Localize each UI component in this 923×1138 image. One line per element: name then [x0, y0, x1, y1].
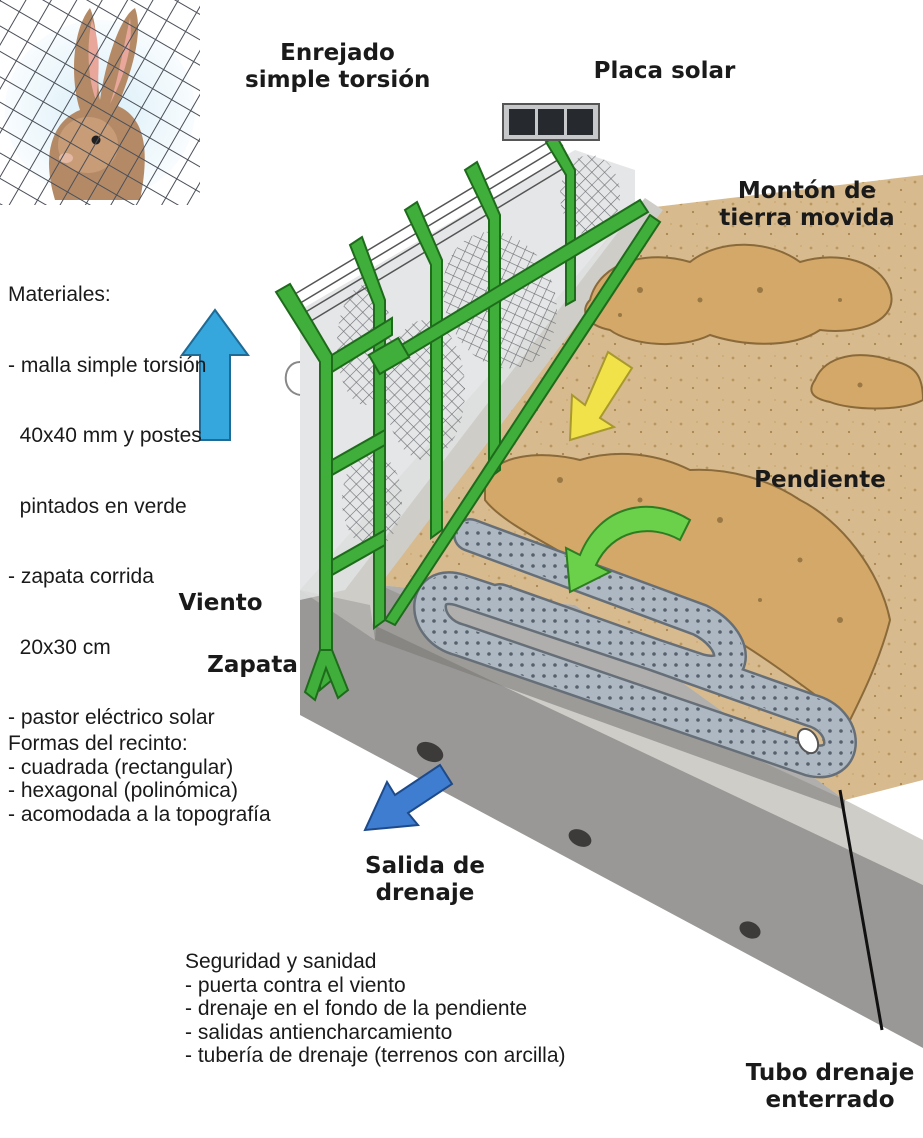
solar-panel-icon — [502, 103, 600, 141]
soil-mounds — [484, 243, 923, 722]
label-zapata: Zapata — [207, 652, 298, 678]
label-pendiente: Pendiente — [754, 467, 886, 493]
curve-arrow-icon — [564, 505, 692, 594]
wind-arrow-icon — [180, 308, 250, 441]
label-salida-drenaje: Salida de drenaje — [365, 853, 485, 906]
label-placa-solar: Placa solar — [593, 58, 736, 84]
fence-posts — [274, 133, 662, 702]
tube-leader-line — [838, 789, 884, 1031]
label-enrejado: Enrejado simple torsión — [245, 40, 431, 93]
notes-seguridad: Seguridad y sanidad - puerta contra el v… — [185, 950, 566, 1067]
label-tubo-drenaje: Tubo drenaje enterrado — [745, 1060, 915, 1113]
concrete-footing-side — [300, 590, 923, 1048]
label-monton: Montón de tierra movida — [719, 178, 895, 231]
label-viento: Viento — [178, 590, 263, 616]
drain-outlet-arrow-icon — [363, 763, 454, 832]
slope-arrow-icon — [568, 350, 634, 442]
drainage-outlet-holes — [416, 741, 761, 939]
rotate-gate-icon — [284, 361, 301, 396]
drain-tube-icon — [413, 518, 857, 779]
rabbit-behind-mesh-icon — [0, 0, 200, 205]
notes-materiales: Materiales: - malla simple torsión 40x40… — [8, 283, 215, 729]
notes-formas: Formas del recinto: - cuadrada (rectangu… — [8, 732, 271, 826]
concrete-footing-top — [300, 198, 923, 885]
